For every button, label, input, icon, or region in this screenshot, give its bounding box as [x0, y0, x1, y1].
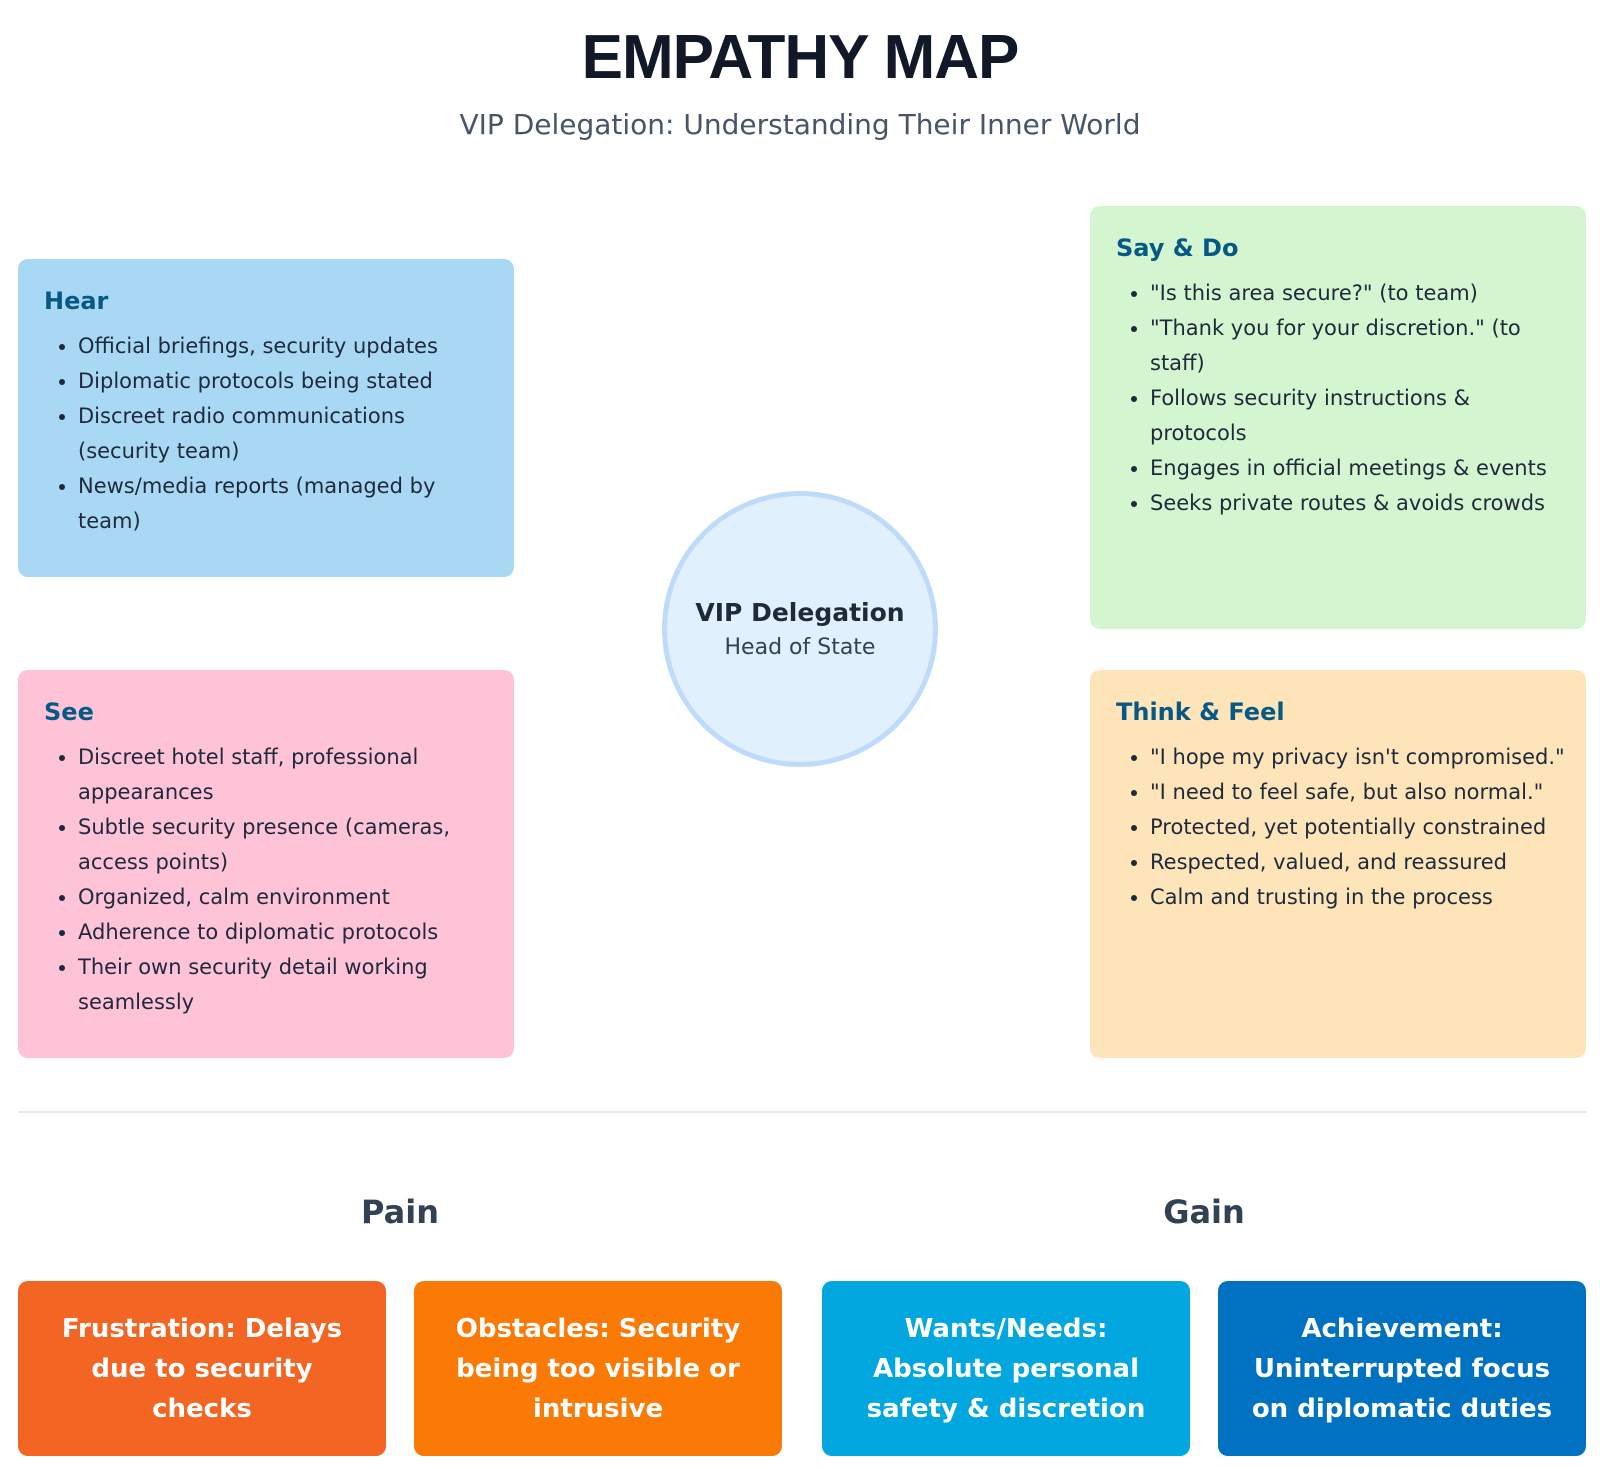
see-quadrant: See Discreet hotel staff, professional a…	[18, 670, 514, 1058]
list-item: Discreet hotel staff, professional appea…	[78, 740, 494, 810]
section-divider	[18, 1111, 1586, 1113]
pain-card-obstacles: Obstacles: Security being too visible or…	[414, 1281, 782, 1456]
list-item: "I hope my privacy isn't compromised."	[1150, 740, 1566, 775]
list-item: Organized, calm environment	[78, 880, 494, 915]
list-item: Engages in official meetings & events	[1150, 451, 1566, 486]
list-item: Follows security instructions & protocol…	[1150, 381, 1566, 451]
list-item: Their own security detail working seamle…	[78, 950, 494, 1020]
list-item: Diplomatic protocols being stated	[78, 364, 494, 399]
see-title: See	[44, 698, 94, 726]
list-item: Protected, yet potentially constrained	[1150, 810, 1566, 845]
list-item: Seeks private routes & avoids crowds	[1150, 486, 1566, 521]
see-list: Discreet hotel staff, professional appea…	[44, 740, 494, 1020]
list-item: Respected, valued, and reassured	[1150, 845, 1566, 880]
pain-card-frustration: Frustration: Delays due to security chec…	[18, 1281, 386, 1456]
list-item: Discreet radio communications (security …	[78, 399, 494, 469]
gain-title: Gain	[1163, 1193, 1245, 1231]
think-feel-title: Think & Feel	[1116, 698, 1285, 726]
persona-name: VIP Delegation	[695, 598, 905, 627]
list-item: Official briefings, security updates	[78, 329, 494, 364]
hear-title: Hear	[44, 287, 109, 315]
list-item: Adherence to diplomatic protocols	[78, 915, 494, 950]
think-feel-list: "I hope my privacy isn't compromised." "…	[1116, 740, 1566, 915]
page-subtitle: VIP Delegation: Understanding Their Inne…	[459, 108, 1141, 141]
page-title: EMPATHY MAP	[581, 23, 1020, 92]
list-item: Subtle security presence (cameras, acces…	[78, 810, 494, 880]
gain-card-wants-needs: Wants/Needs: Absolute personal safety & …	[822, 1281, 1190, 1456]
list-item: "Thank you for your discretion." (to sta…	[1150, 311, 1566, 381]
think-feel-quadrant: Think & Feel "I hope my privacy isn't co…	[1090, 670, 1586, 1058]
say-do-title: Say & Do	[1116, 234, 1239, 262]
hear-list: Official briefings, security updates Dip…	[44, 329, 494, 539]
gain-card-achievement: Achievement: Uninterrupted focus on dipl…	[1218, 1281, 1586, 1456]
persona-circle: VIP Delegation Head of State	[662, 491, 938, 767]
list-item: News/media reports (managed by team)	[78, 469, 494, 539]
say-do-quadrant: Say & Do "Is this area secure?" (to team…	[1090, 206, 1586, 629]
hear-quadrant: Hear Official briefings, security update…	[18, 259, 514, 577]
persona-role: Head of State	[724, 635, 876, 660]
say-do-list: "Is this area secure?" (to team) "Thank …	[1116, 276, 1566, 521]
list-item: "I need to feel safe, but also normal."	[1150, 775, 1566, 810]
list-item: "Is this area secure?" (to team)	[1150, 276, 1566, 311]
pain-title: Pain	[361, 1193, 439, 1231]
list-item: Calm and trusting in the process	[1150, 880, 1566, 915]
